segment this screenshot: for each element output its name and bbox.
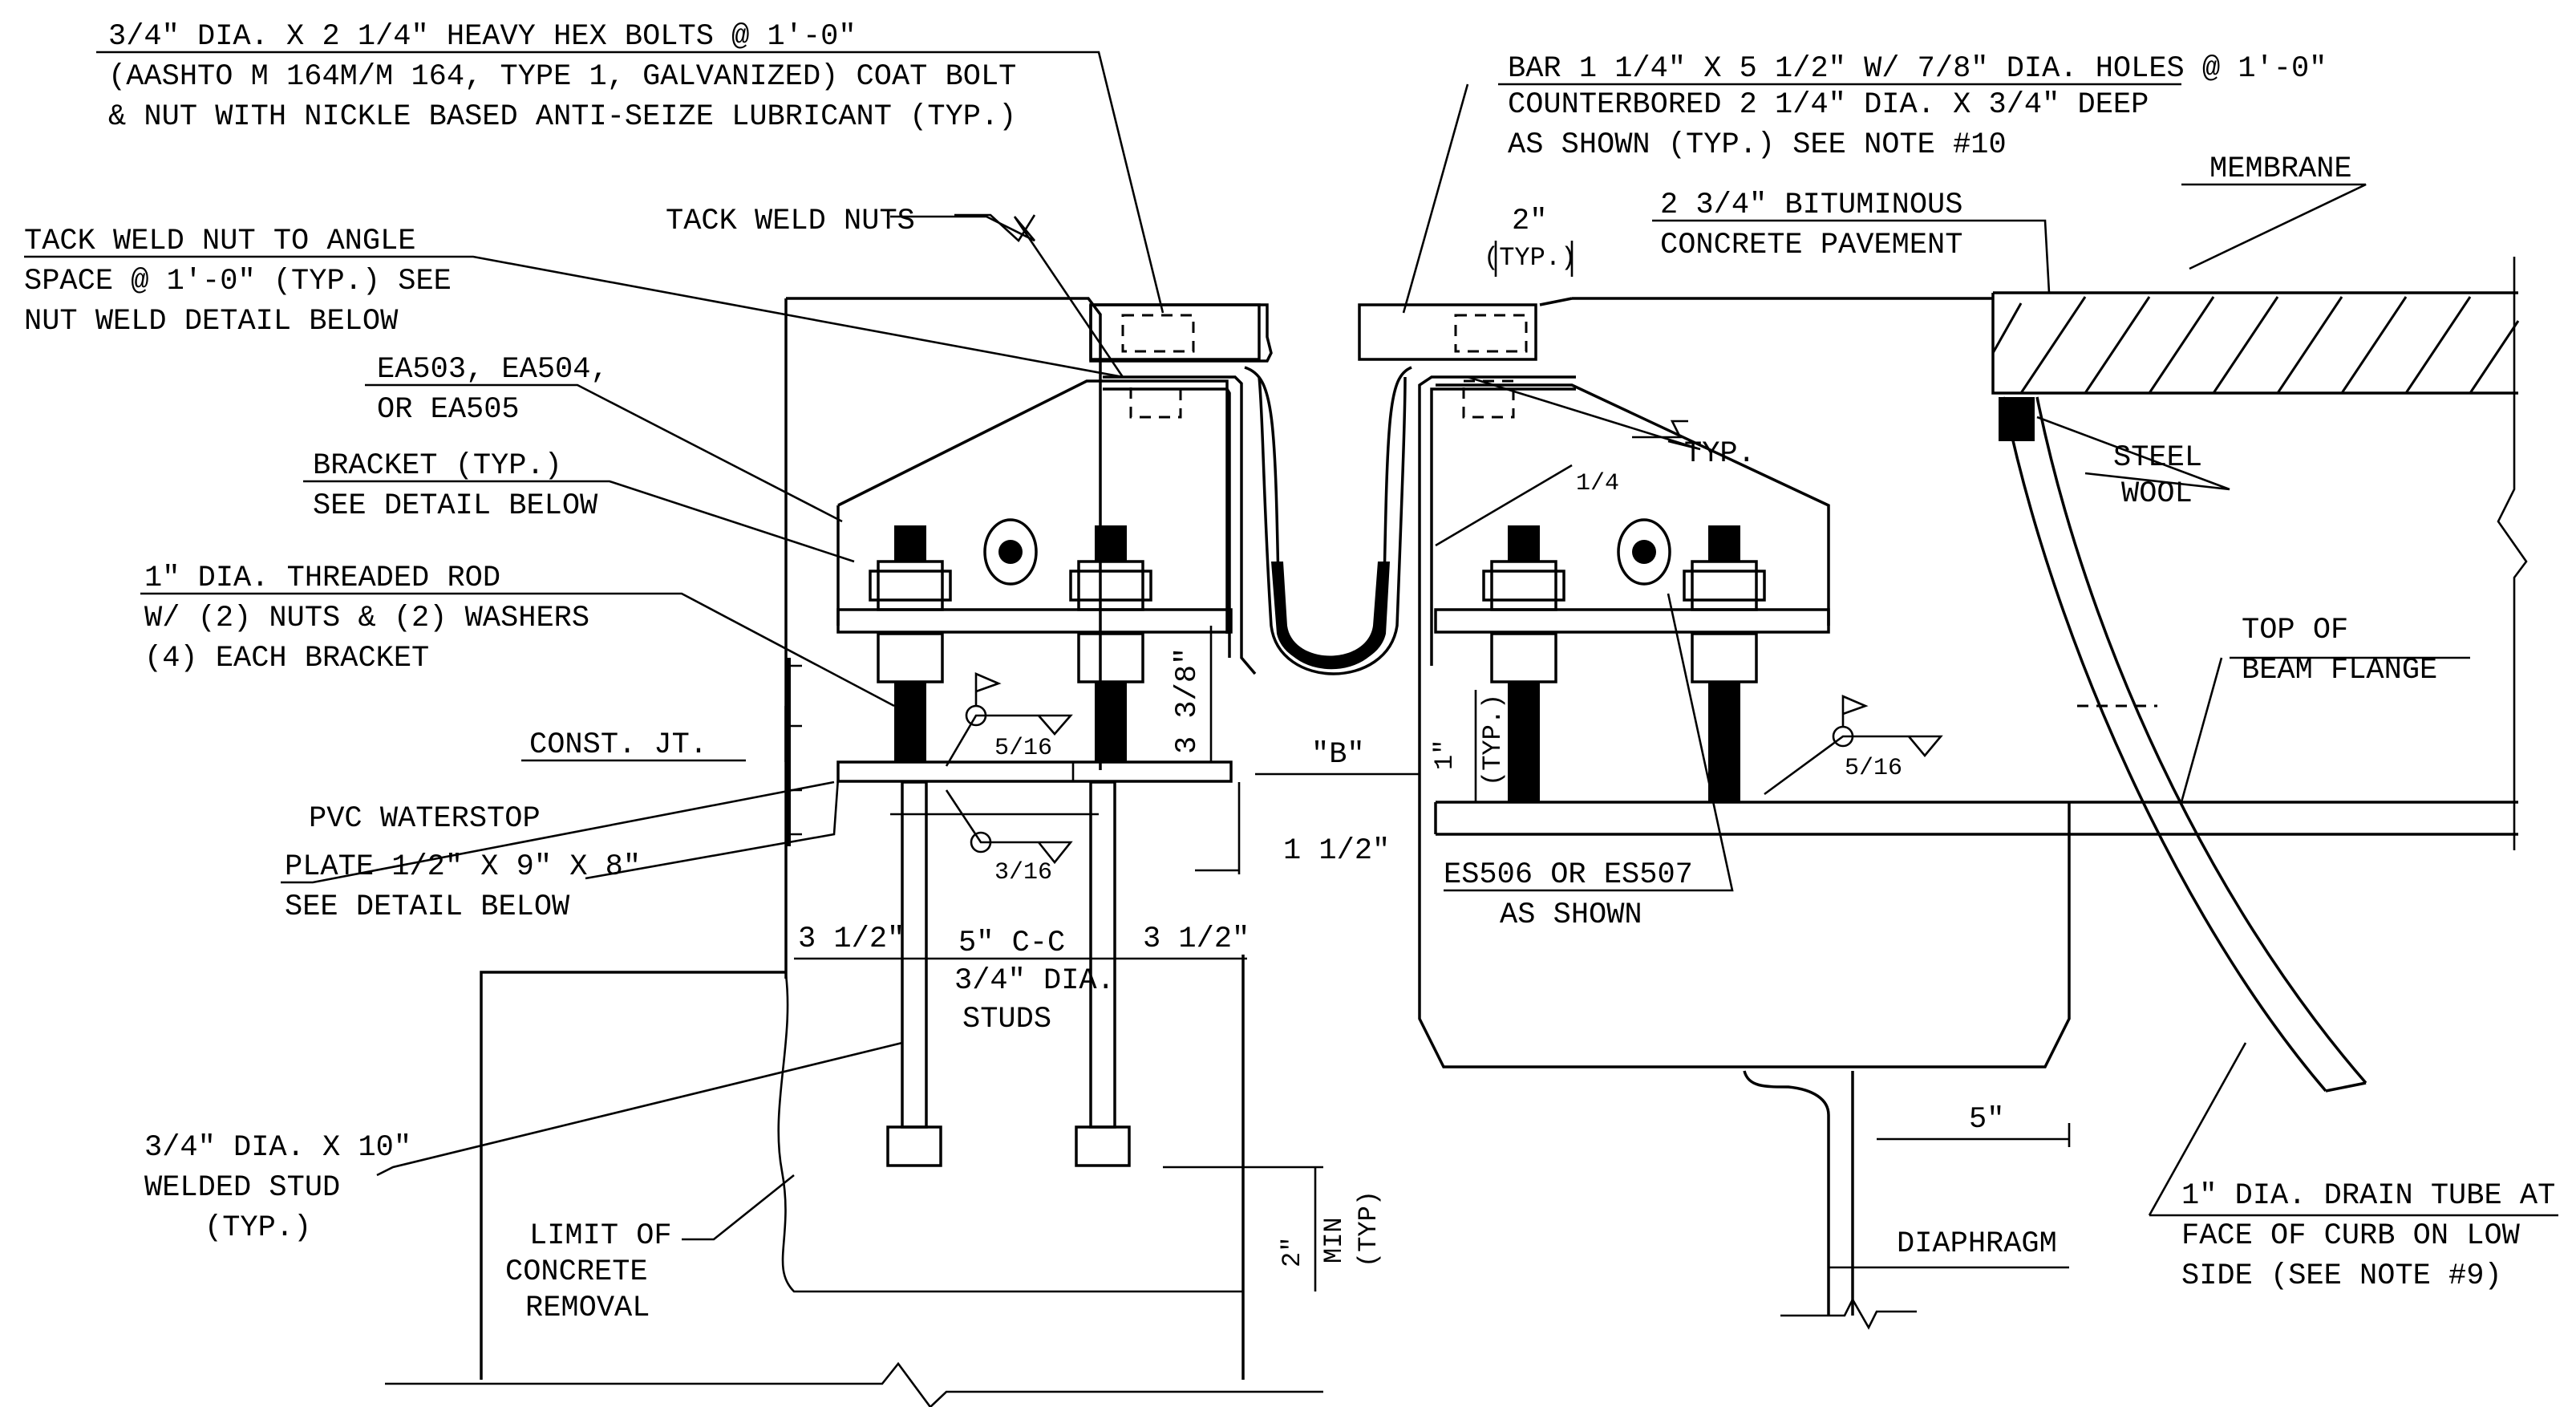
note-limit-line-2: CONCRETE — [505, 1255, 648, 1289]
dim-typ-label: (TYP) — [1354, 1190, 1383, 1267]
drain-tube — [1999, 396, 2367, 1093]
note-drain-line-1: 1" DIA. DRAIN TUBE AT — [2181, 1179, 2555, 1213]
weld-five-sixteenths-right: 5/16 — [1845, 755, 1902, 782]
note-tack-weld-nuts: TACK WELD NUTS — [666, 205, 915, 238]
dim-stud-right: 3 1/2" — [1143, 922, 1250, 956]
note-tack-weld-nut: TACK WELD NUT TO ANGLE SPACE @ 1'-0" (TY… — [24, 225, 452, 339]
note-rod-line-1: 1" DIA. THREADED ROD — [144, 562, 500, 595]
dim-one-half: 1 1/2" — [1283, 834, 1390, 868]
note-tack-weld-line-1: TACK WELD NUT TO ANGLE — [24, 225, 415, 258]
note-stud-line-1: 3/4" DIA. X 10" — [144, 1131, 411, 1165]
note-bar-line-1: BAR 1 1/4" X 5 1/2" W/ 7/8" DIA. HOLES @… — [1508, 52, 2327, 86]
dim-three-three-eighths: 3 3/8" — [1171, 647, 1205, 754]
left-bracket — [836, 379, 1233, 762]
note-ea-line-1: EA503, EA504, — [377, 353, 609, 387]
note-membrane: MEMBRANE — [2209, 152, 2352, 186]
note-hex-bolts-line-1: 3/4" DIA. X 2 1/4" HEAVY HEX BOLTS @ 1'-… — [108, 20, 857, 54]
note-hex-bolts: 3/4" DIA. X 2 1/4" HEAVY HEX BOLTS @ 1'-… — [108, 20, 1016, 134]
waterstop — [786, 658, 802, 846]
dimension-lines — [794, 241, 2071, 1291]
note-limit-line-3: REMOVAL — [525, 1291, 650, 1325]
note-diaphragm: DIAPHRAGM — [1897, 1227, 2057, 1261]
note-steel-wool-line-2: WOOL — [2121, 477, 2193, 511]
note-drain-line-2: FACE OF CURB ON LOW — [2181, 1219, 2521, 1253]
note-hex-bolts-line-2: (AASHTO M 164M/M 164, TYPE 1, GALVANIZED… — [108, 60, 1016, 94]
note-bracket-line-2: SEE DETAIL BELOW — [313, 489, 598, 523]
right-deck-and-bracket — [1434, 297, 1993, 802]
dim-stud-left: 3 1/2" — [798, 922, 905, 956]
note-limit-line-1: LIMIT OF — [529, 1219, 672, 1253]
note-const-jt: CONST. JT. — [529, 728, 707, 762]
dim-five-inch: 5" — [1969, 1103, 2004, 1137]
note-es-line-1: ES506 OR ES507 — [1444, 858, 1693, 892]
note-top-flange-line-2: BEAM FLANGE — [2242, 654, 2437, 687]
note-es-line-2: AS SHOWN — [1500, 898, 1642, 932]
left-steel-bar — [1089, 303, 1273, 363]
note-plate-line-2: SEE DETAIL BELOW — [285, 890, 570, 924]
dim-b: "B" — [1311, 738, 1365, 772]
note-tack-weld-line-2: SPACE @ 1'-0" (TYP.) SEE — [24, 265, 452, 298]
note-drain-line-3: SIDE (SEE NOTE #9) — [2181, 1259, 2502, 1293]
note-rod-line-3: (4) EACH BRACKET — [144, 642, 429, 675]
note-top-flange-line-1: TOP OF — [2242, 614, 2348, 647]
note-bar: BAR 1 1/4" X 5 1/2" W/ 7/8" DIA. HOLES @… — [1508, 52, 2327, 162]
right-steel-bar — [1358, 303, 1537, 361]
dim-two-min: 2" — [1278, 1237, 1307, 1267]
note-pavement-line-2: CONCRETE PAVEMENT — [1660, 229, 1962, 262]
note-hex-bolts-line-3: & NUT WITH NICKLE BASED ANTI-SEIZE LUBRI… — [108, 100, 1016, 134]
right-girder — [1418, 674, 2518, 1330]
dim-one-inch: 1" — [1430, 740, 1460, 770]
weld-one-quarter: 1/4 — [1576, 470, 1619, 497]
dim-two-inch: 2" — [1512, 205, 1547, 238]
note-bracket-line-1: BRACKET (TYP.) — [313, 449, 562, 483]
dim-min-label: MIN — [1319, 1217, 1349, 1263]
pavement — [1991, 257, 2528, 850]
dim-studs-line-1: 3/4" DIA. — [954, 964, 1115, 998]
note-rod-line-2: W/ (2) NUTS & (2) WASHERS — [144, 602, 589, 635]
dim-stud-cc: 5" C-C — [958, 927, 1065, 960]
note-plate-line-1: PLATE 1/2" X 9" X 8" — [285, 850, 641, 884]
right-angle — [1418, 375, 1576, 674]
note-ea-line-2: OR EA505 — [377, 393, 520, 427]
dim-one-inch-typ: (TYP.) — [1478, 694, 1508, 786]
weld-symbols — [945, 213, 1943, 865]
dim-studs-line-2: STUDS — [962, 1003, 1051, 1036]
note-bar-line-2: COUNTERBORED 2 1/4" DIA. X 3/4" DEEP — [1508, 88, 2149, 122]
leader-lines — [24, 51, 2558, 1269]
weld-five-sixteenths-left: 5/16 — [994, 735, 1052, 762]
note-pvc-waterstop: PVC WATERSTOP — [309, 802, 541, 836]
note-stud-line-3: (TYP.) — [205, 1211, 311, 1245]
note-bar-line-3: AS SHOWN (TYP.) SEE NOTE #10 — [1508, 128, 2007, 162]
note-pavement-line-1: 2 3/4" BITUMINOUS — [1660, 189, 1962, 222]
weld-three-sixteenths: 3/16 — [994, 859, 1052, 886]
note-steel-wool-line-1: STEEL — [2113, 441, 2202, 475]
dim-two-inch-typ: (TYP.) — [1484, 243, 1576, 273]
note-stud-line-2: WELDED STUD — [144, 1171, 340, 1205]
strip-seal — [1244, 366, 1412, 675]
note-typ: TYP. — [1684, 437, 1756, 471]
note-tack-weld-line-3: NUT WELD DETAIL BELOW — [24, 305, 399, 339]
